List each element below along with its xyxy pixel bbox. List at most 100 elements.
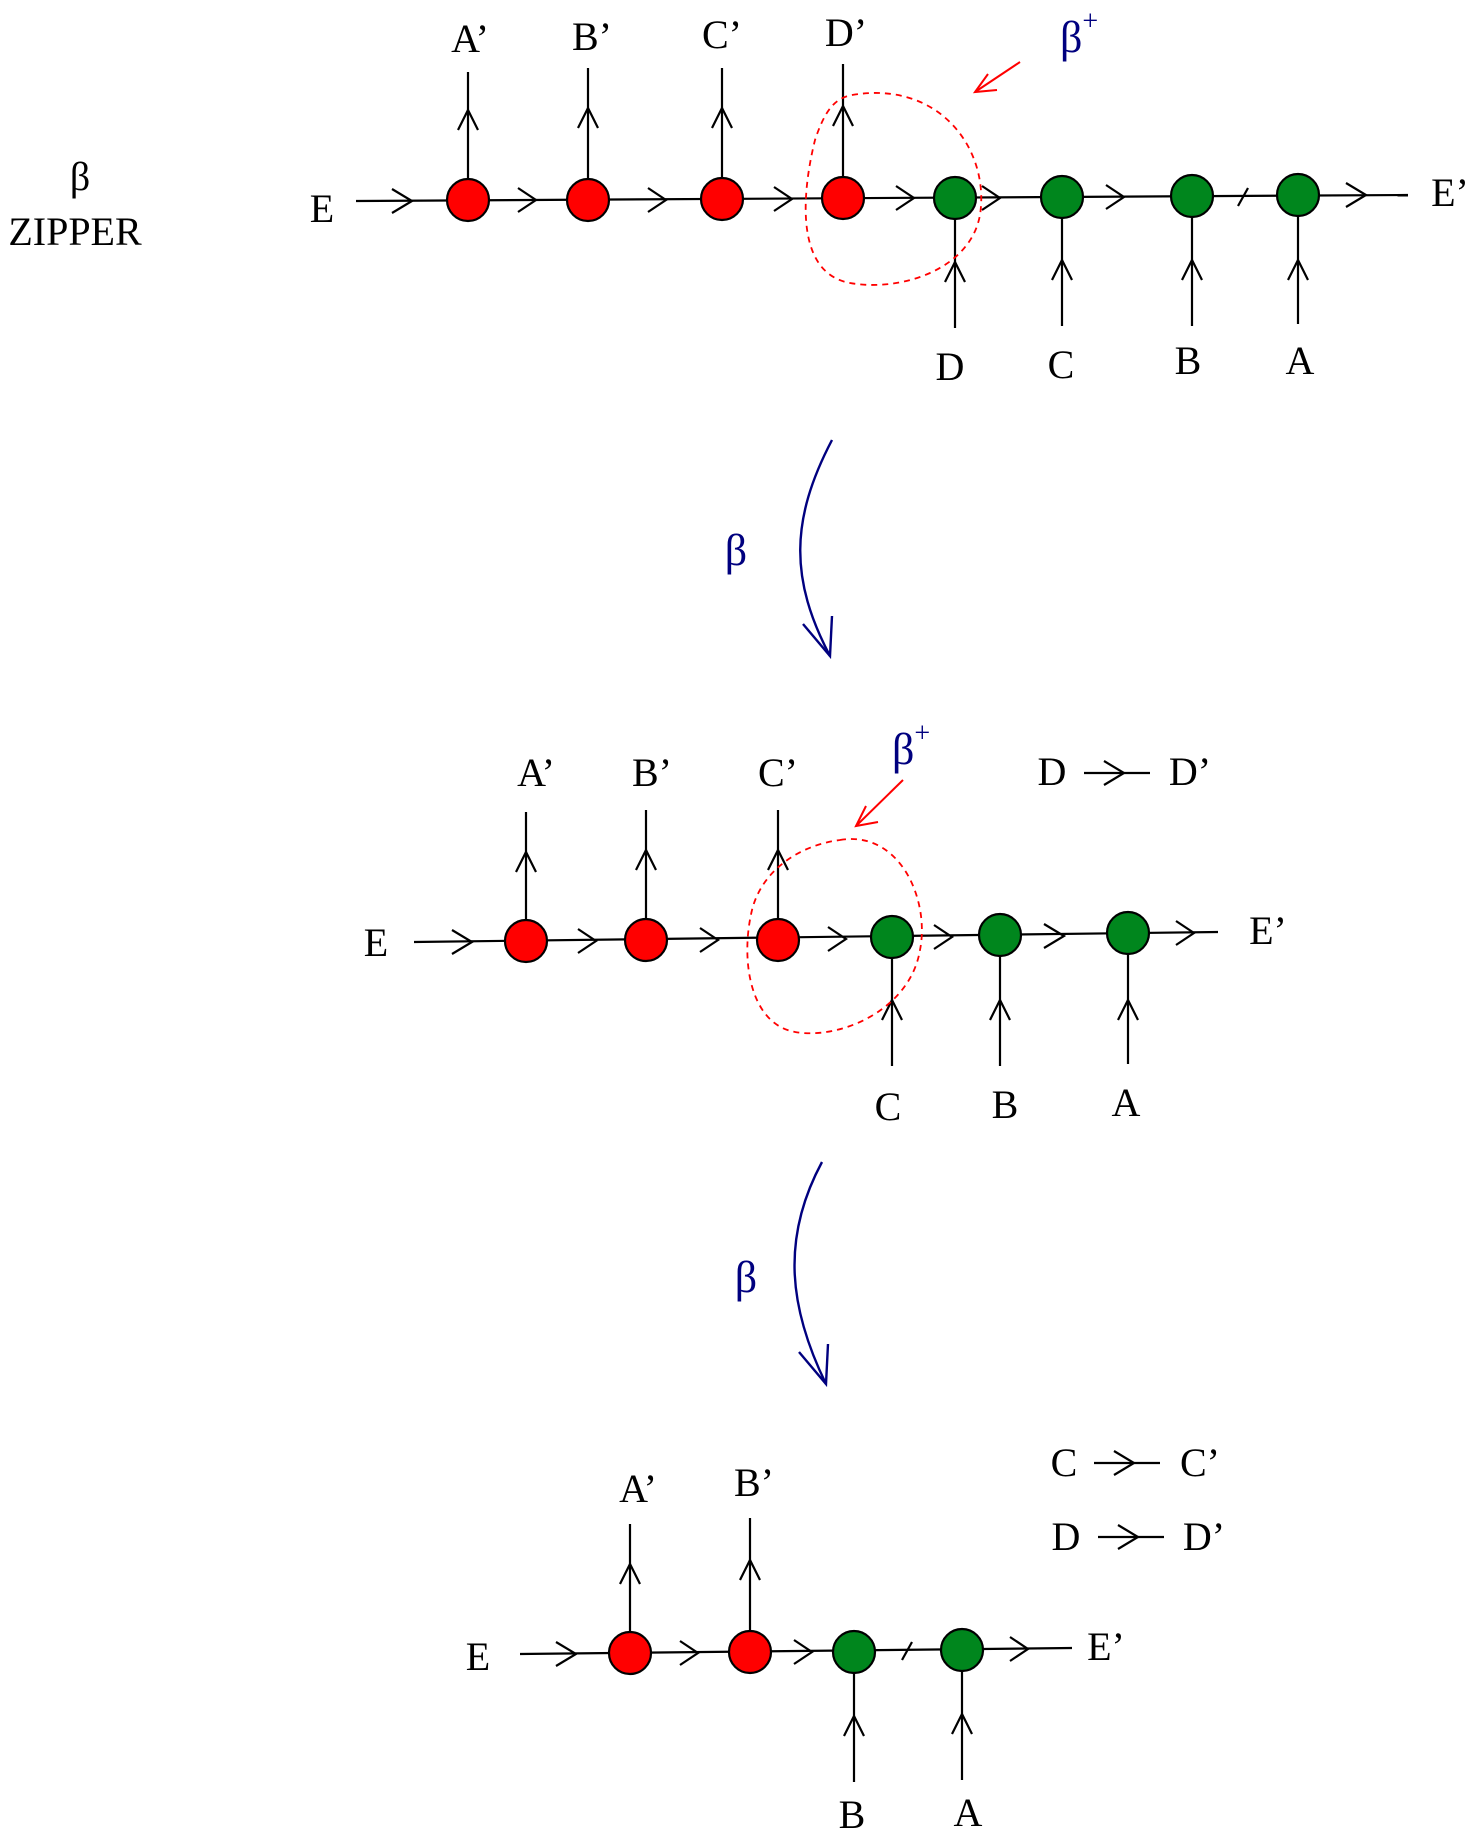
stage1-arrow-in xyxy=(391,188,415,214)
stage1-top-label-3: C’ xyxy=(702,12,742,57)
stage1-top-label-4: D’ xyxy=(825,10,867,55)
stage3-rule1-to: C’ xyxy=(1180,1440,1220,1485)
stage1-tick xyxy=(1237,187,1249,207)
stage3-rule1-arrow xyxy=(1113,1450,1137,1476)
stage1-left-end-label: E xyxy=(310,186,334,231)
stage1-out-arrow-1 xyxy=(457,107,479,131)
stage1-top-label-2: B’ xyxy=(572,14,612,59)
stage2-green-node-3 xyxy=(1105,910,1151,956)
stage2-arrow-h4 xyxy=(933,924,954,950)
stage2-rule1-arrow xyxy=(1103,760,1127,786)
stage1-green-node-1 xyxy=(932,175,978,221)
stage2-beta-plus-base: β xyxy=(892,725,914,774)
stage1-bottom-label-2: C xyxy=(1048,342,1075,387)
stage-1: A’ B’ C’ D’ D C B A E E’ β+ xyxy=(310,6,1468,389)
stage1-red-node-2 xyxy=(565,177,611,223)
stage1-arrow-h2 xyxy=(647,187,668,213)
stage1-red-node-4 xyxy=(820,175,866,221)
stage3-arrow-h1 xyxy=(679,1640,700,1666)
stage1-in-arrow-3 xyxy=(1181,257,1203,281)
stage1-green-node-3 xyxy=(1169,173,1215,219)
stage-2: A’ B’ C’ C B A E E’ β+ D D’ xyxy=(364,718,1287,1129)
stage3-in-arrow-2 xyxy=(951,1711,973,1735)
stage1-bottom-label-4: A xyxy=(1286,338,1315,383)
transition-1: β xyxy=(725,439,834,660)
stage2-out-arrow-3 xyxy=(767,847,789,871)
stage1-arrow-out xyxy=(1345,182,1369,208)
stage3-green-node-2 xyxy=(939,1627,985,1673)
stage2-out-arrow-1 xyxy=(515,849,537,873)
transition2-curve xyxy=(793,1161,828,1385)
transition-2: β xyxy=(735,1161,830,1388)
transition1-arrowhead xyxy=(802,615,834,660)
stage2-rule1-from: D xyxy=(1038,749,1067,794)
stage3-bottom-label-2: A xyxy=(954,1790,983,1832)
stage3-rule2-arrow xyxy=(1117,1524,1141,1550)
stage1-beta-plus-base: β xyxy=(1060,13,1082,62)
stage1-bottom-label-3: B xyxy=(1175,338,1202,383)
stage1-in-arrow-2 xyxy=(1051,257,1073,281)
stage2-in-arrow-1 xyxy=(881,997,903,1021)
stage3-tick xyxy=(901,1641,913,1661)
stage3-arrow-out xyxy=(1009,1636,1030,1662)
stage1-beta-plus-halo xyxy=(804,92,983,286)
stage1-red-node-3 xyxy=(699,176,745,222)
stage2-arrow-h5 xyxy=(1043,923,1067,949)
stage1-bottom-label-1: D xyxy=(936,344,965,389)
stage2-top-label-2: B’ xyxy=(632,750,672,795)
stage2-left-end-label: E xyxy=(364,920,388,965)
stage3-rule2-to: D’ xyxy=(1183,1514,1225,1559)
stage3-top-label-1: A’ xyxy=(619,1466,657,1511)
stage2-arrow-in xyxy=(451,929,475,955)
stage2-beta-plus-sup: + xyxy=(914,718,930,749)
stage2-red-node-3 xyxy=(755,917,801,963)
stage1-right-end-label: E’ xyxy=(1431,170,1468,215)
stage3-out-arrow-1 xyxy=(619,1561,641,1585)
stage3-green-node-1 xyxy=(831,1629,877,1675)
stage1-pointer-line xyxy=(974,61,1021,93)
stage2-top-label-3: C’ xyxy=(758,750,798,795)
stage1-out-arrow-4 xyxy=(832,103,854,127)
stage2-arrow-out xyxy=(1175,920,1196,946)
stage1-arrow-h1 xyxy=(517,187,538,213)
stage2-green-node-1 xyxy=(869,914,915,960)
stage2-top-label-1: A’ xyxy=(517,750,555,795)
stage2-out-arrow-2 xyxy=(635,847,657,871)
stage3-bottom-label-1: B xyxy=(839,1792,866,1832)
stage3-rule2-from: D xyxy=(1052,1514,1081,1559)
stage3-left-end-label: E xyxy=(466,1634,490,1679)
stage3-arrow-h2 xyxy=(793,1639,814,1665)
stage1-in-arrow-1 xyxy=(944,259,966,283)
stage2-rule1-to: D’ xyxy=(1169,749,1211,794)
stage2-beta-plus-label: β+ xyxy=(892,718,930,774)
transition2-arrowhead xyxy=(798,1343,830,1388)
stage-3: A’ B’ B A E E’ C C’ D D’ xyxy=(466,1440,1225,1832)
stage1-arrow-h4 xyxy=(895,185,916,211)
stage1-green-node-2 xyxy=(1039,174,1085,220)
stage2-right-end-label: E’ xyxy=(1249,908,1287,953)
stage2-bottom-label-3: A xyxy=(1112,1080,1141,1125)
stage3-in-arrow-1 xyxy=(843,1713,865,1737)
stage3-main-line xyxy=(519,1646,1073,1656)
stage2-red-node-2 xyxy=(623,917,669,963)
stage2-in-arrow-3 xyxy=(1117,997,1139,1021)
stage1-pointer-head xyxy=(972,73,998,94)
transition1-label: β xyxy=(725,526,747,575)
transition1-curve xyxy=(799,439,834,657)
transition2-label: β xyxy=(735,1253,757,1302)
stage1-red-node-1 xyxy=(445,177,491,223)
stage1-out-arrow-3 xyxy=(711,105,733,129)
stage1-beta-plus-label: β+ xyxy=(1060,6,1098,62)
stage1-beta-plus-sup: + xyxy=(1082,6,1098,37)
stage1-arrow-h5 xyxy=(981,185,1002,211)
stage2-green-node-2 xyxy=(977,912,1023,958)
stage2-pointer-line xyxy=(855,779,904,827)
stage2-arrow-h2 xyxy=(699,927,720,953)
stage2-bottom-label-1: C xyxy=(875,1084,902,1129)
stage1-top-label-1: A’ xyxy=(451,16,489,61)
stage1-in-arrow-4 xyxy=(1287,257,1309,281)
stage3-rule1-from: C xyxy=(1051,1440,1078,1485)
stage3-red-node-2 xyxy=(727,1629,773,1675)
stage2-beta-plus-halo xyxy=(746,838,923,1035)
